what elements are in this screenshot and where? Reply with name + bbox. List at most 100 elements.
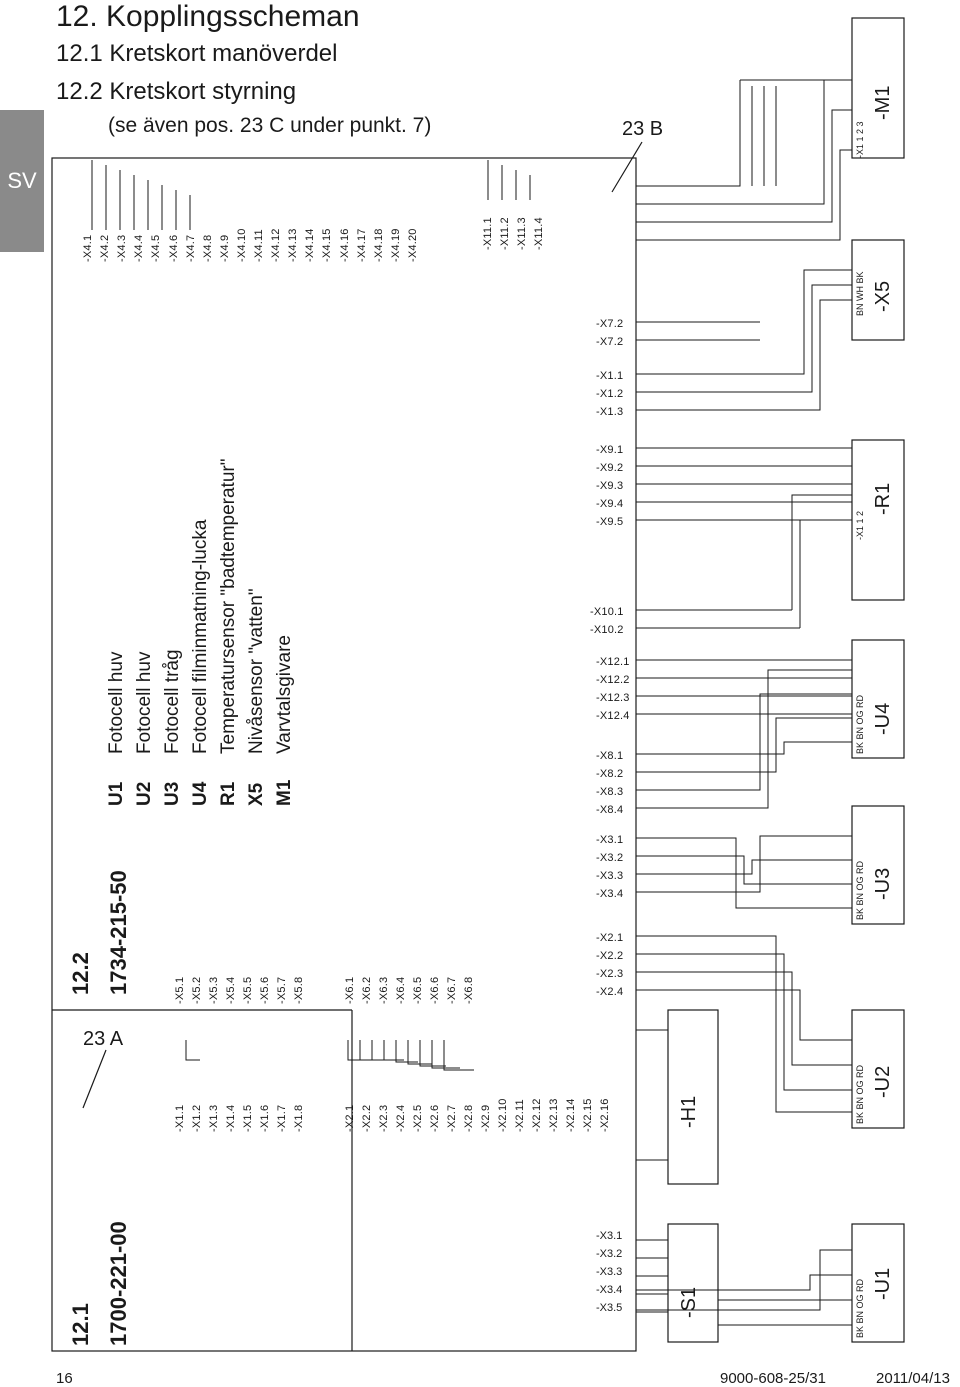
pin-x4-11: -X4.12 <box>270 228 283 262</box>
pin-x3_board2-1: -X3.2 <box>596 852 624 864</box>
legend-code-u4: U4 <box>190 781 211 806</box>
pin-x2-12: -X2.13 <box>548 1098 560 1132</box>
pin-x3_board1-2: -X3.3 <box>596 1266 623 1278</box>
pin-x7-0: -X7.2 <box>596 318 624 330</box>
legend-text-u3: Fotocell tråg <box>162 649 183 754</box>
pin-x2_board2-0: -X2.1 <box>596 932 624 944</box>
pin-x6-5: -X6.6 <box>429 976 441 1004</box>
pin-x1-1: -X1.2 <box>191 1104 203 1132</box>
pin-x2-0: -X2.1 <box>344 1104 356 1132</box>
pin-x4-9: -X4.10 <box>235 228 248 262</box>
legend-text-x5: Nivåsensor "vatten" <box>246 588 267 754</box>
pin-x4-1: -X4.2 <box>99 234 112 262</box>
language-tab: SV <box>0 110 44 252</box>
pin-x1-4: -X1.5 <box>242 1104 254 1132</box>
pin-x10-1: -X10.2 <box>590 624 624 636</box>
pin-x4-15: -X4.16 <box>338 228 351 262</box>
pin-x4-13: -X4.14 <box>304 228 317 262</box>
legend-text-u2: Fotocell huv <box>134 651 155 754</box>
board-outline <box>51 157 637 1352</box>
legend-code-m1: M1 <box>274 779 295 806</box>
pin-x4-6: -X4.7 <box>184 234 197 262</box>
pin-x7-1: -X7.2 <box>596 336 624 348</box>
pin-x5-5: -X5.6 <box>259 976 271 1004</box>
pin-x8-1: -X8.2 <box>596 768 624 780</box>
pin-x3_board2-3: -X3.4 <box>596 888 624 900</box>
legend-code-x5: X5 <box>246 782 267 806</box>
callout-23a: 23 A <box>83 1028 124 1050</box>
component-h1: -H1 <box>678 1095 700 1128</box>
pin-x5-3: -X5.4 <box>225 976 237 1004</box>
pin-x5-4: -X5.5 <box>242 976 254 1004</box>
pin-x12-1: -X12.2 <box>596 674 630 686</box>
pin-x6-1: -X6.2 <box>361 976 373 1004</box>
pin-x2-4: -X2.5 <box>412 1104 424 1132</box>
board1-part-number: 1700-221-00 <box>106 1221 131 1346</box>
page-number: 16 <box>56 1370 73 1387</box>
pin-x2-13: -X2.14 <box>565 1098 577 1132</box>
pin-x10-0: -X10.1 <box>590 606 624 618</box>
pin-x1_board2-0: -X1.1 <box>596 370 624 382</box>
pin-x1-5: -X1.6 <box>259 1104 271 1132</box>
pin-x3_board1-1: -X3.2 <box>596 1248 623 1260</box>
component-u3: -U3 <box>872 867 894 900</box>
pin-x2_board2-3: -X2.4 <box>596 986 624 998</box>
component-m1: -M1 <box>872 85 894 120</box>
pin-x4-19: -X4.20 <box>406 228 419 262</box>
pin-x1-2: -X1.3 <box>208 1104 220 1132</box>
pin-x2-9: -X2.10 <box>497 1098 509 1132</box>
pin-x9-4: -X9.5 <box>596 516 624 528</box>
pin-x3_board1-3: -X3.4 <box>596 1284 623 1296</box>
legend-code-u3: U3 <box>162 781 183 806</box>
pin-x9-2: -X9.3 <box>596 480 624 492</box>
document-date: 2011/04/13 <box>876 1370 950 1387</box>
pin-x9-1: -X9.2 <box>596 462 624 474</box>
pin-x4-10: -X4.11 <box>253 229 265 262</box>
pin-x5-1: -X5.2 <box>191 976 203 1004</box>
pin-x12-3: -X12.4 <box>596 710 630 722</box>
pin-x4-17: -X4.18 <box>372 228 385 262</box>
pin-x1-3: -X1.4 <box>225 1104 237 1132</box>
language-tab-label: SV <box>7 168 37 193</box>
pin-x8-0: -X8.1 <box>596 750 624 762</box>
component-r1: -R1 <box>872 482 894 515</box>
component-u2-wires: BK BN OG RD <box>855 1064 865 1124</box>
pin-x4-3: -X4.4 <box>133 234 146 262</box>
pin-x3_board1-0: -X3.1 <box>596 1230 623 1242</box>
pin-x3_board2-2: -X3.3 <box>596 870 624 882</box>
component-m1-wires: -X1 1 2 3 <box>855 121 865 158</box>
pin-x12-2: -X12.3 <box>596 692 630 704</box>
box-s1 <box>667 1223 719 1343</box>
board2-section: 12.2 <box>68 952 93 995</box>
pin-x3_board2-0: -X3.1 <box>596 834 624 846</box>
pin-x4-0: -X4.1 <box>82 234 94 262</box>
component-r1-wires: -X1 1 2 <box>855 510 865 540</box>
component-u3-wires: BK BN OG RD <box>855 860 865 920</box>
pin-x2-5: -X2.6 <box>429 1104 441 1132</box>
subheading-12-1: 12.1 Kretskort manöverdel <box>56 40 338 67</box>
legend-code-u2: U2 <box>134 781 155 806</box>
pin-x6-6: -X6.7 <box>446 976 458 1004</box>
pin-x6-0: -X6.1 <box>344 976 356 1004</box>
pin-x4-4: -X4.5 <box>150 234 163 262</box>
box-h1 <box>667 1009 719 1185</box>
board2-part-number: 1734-215-50 <box>106 870 131 995</box>
board1-section: 12.1 <box>68 1303 93 1346</box>
pin-x1-6: -X1.7 <box>276 1104 288 1132</box>
pin-x4-7: -X4.8 <box>201 234 214 262</box>
pin-x9-0: -X9.1 <box>596 444 624 456</box>
pin-x2-8: -X2.9 <box>480 1104 492 1132</box>
legend-text-r1: Temperatursensor "badtemperatur" <box>218 458 239 754</box>
pin-x11-0: -X11.1 <box>482 217 494 250</box>
subheading-12-2: 12.2 Kretskort styrning <box>56 78 297 105</box>
pin-x2-7: -X2.8 <box>463 1104 475 1132</box>
pin-x8-3: -X8.4 <box>596 804 624 816</box>
legend-code-u1: U1 <box>106 781 127 806</box>
pin-x4-12: -X4.13 <box>287 228 300 262</box>
pin-x6-2: -X6.3 <box>378 976 390 1004</box>
pin-x2-6: -X2.7 <box>446 1104 458 1132</box>
pin-x2-1: -X2.2 <box>361 1104 373 1132</box>
pin-x1-0: -X1.1 <box>174 1104 186 1132</box>
component-u1: -U1 <box>872 1267 894 1300</box>
